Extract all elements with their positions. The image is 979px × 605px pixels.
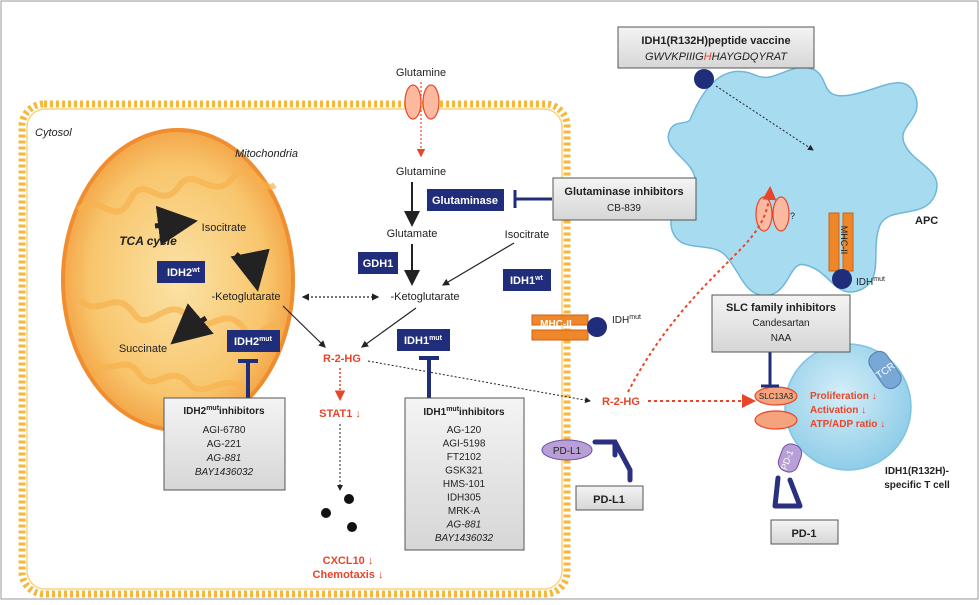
- mhc-ii-label: MHC-II: [540, 319, 572, 330]
- slc-drug-1: Candesartan: [752, 318, 809, 329]
- slc-title: SLC family inhibitors: [726, 302, 836, 314]
- proliferation-label: Proliferation ↓: [810, 391, 877, 402]
- slc-drug-2: NAA: [771, 333, 792, 344]
- idh2wt-enzyme: IDH2wt: [157, 261, 205, 283]
- idh2mut-enzyme: IDH2mut: [227, 330, 280, 352]
- idh-mut-tumor: IDHmut: [612, 314, 641, 326]
- pdl1-box-label: PD-L1: [593, 494, 625, 506]
- tcell-title-2: specific T cell: [884, 480, 950, 491]
- stat1-label: STAT1 ↓: [319, 408, 361, 420]
- idh1mut-label: IDH1: [404, 335, 429, 347]
- idh2-inhib-title: IDH2mutinhibitors: [183, 405, 265, 417]
- drug-item: AG-120: [447, 425, 482, 436]
- gdh1-enzyme: GDH1: [358, 252, 398, 274]
- drug-item: HMS-101: [443, 479, 486, 490]
- succinate-label: Succinate: [119, 343, 167, 355]
- slc13a3-label: SLC13A3: [759, 392, 794, 401]
- idh2mut-label: IDH2: [234, 336, 259, 348]
- vaccine-box: IDH1(R132H)peptide vaccine GWVKPIIIGHHAY…: [617, 26, 815, 69]
- cell-membrane-inner: [26, 108, 563, 590]
- ketoglutarate-mito: -Ketoglutarate: [211, 291, 280, 303]
- glutamine-outside: Glutamine: [396, 67, 446, 79]
- glut-inhib-title: Glutaminase inhibitors: [564, 186, 683, 198]
- svg-text:IDH2mut: IDH2mut: [234, 336, 273, 348]
- mitochondria-label: Mitochondria: [235, 148, 298, 160]
- drug-item: AG-881: [206, 453, 241, 464]
- chemotaxis-label: Chemotaxis ↓: [313, 569, 384, 581]
- tcell-title-1: IDH1(R132H)-: [885, 466, 949, 477]
- drug-item: AGI-5198: [443, 439, 486, 450]
- svg-text:IDH2wt: IDH2wt: [167, 267, 201, 279]
- drug-item: BAY1436032: [435, 533, 494, 544]
- drug-item: MRK-A: [448, 506, 481, 517]
- vaccine-title: IDH1(R132H)peptide vaccine: [641, 35, 790, 47]
- atp-ratio-label: ATP/ADP ratio ↓: [810, 419, 885, 430]
- drug-item: AGI-6780: [203, 425, 246, 436]
- drug-item: GSK321: [445, 466, 483, 477]
- tcr-receptor: TCR: [868, 350, 902, 390]
- activation-label: Activation ↓: [810, 405, 866, 416]
- vaccine-sequence: GWVKPIIIGHHAYGDQYRAT: [645, 51, 788, 63]
- idh2-inhibitors-box: IDH2mutinhibitors AGI-6780AG-221AG-881BA…: [163, 397, 286, 491]
- gdh1-label: GDH1: [363, 258, 394, 270]
- r2hg-label: R-2-HG: [323, 353, 361, 365]
- glutamine-inside: Glutamine: [396, 166, 446, 178]
- pd1-receptor: PD-1: [772, 443, 803, 509]
- glutaminase-inhibitors-box: Glutaminase inhibitors CB-839: [552, 177, 697, 221]
- mhc-ii-apc-label: MHC-II: [839, 226, 849, 255]
- glut-inhib-drug: CB-839: [607, 203, 641, 214]
- cytosol-label: Cytosol: [35, 127, 72, 139]
- question-mark: ?: [790, 211, 795, 221]
- drug-item: IDH305: [447, 493, 481, 504]
- idh1-inhib-title: IDH1mutinhibitors: [423, 406, 505, 418]
- idh-mut-apc: IDHmut: [856, 276, 885, 288]
- apc-label: APC: [915, 215, 938, 227]
- pd1-box: PD-1: [770, 519, 839, 545]
- isocitrate-cyto: Isocitrate: [505, 229, 550, 241]
- drug-item: AG-221: [207, 439, 242, 450]
- pdl1-box: PD-L1: [575, 485, 644, 511]
- mhc-ii-tumor: MHC-II: [531, 314, 589, 341]
- vaccine-uptake-arrow: [715, 85, 814, 151]
- slc-inhibitors-box: SLC family inhibitors Candesartan NAA: [711, 294, 851, 353]
- inhibition-lines: [238, 190, 779, 398]
- slc13a3-transporter-lower: [754, 410, 798, 430]
- tca-cycle-label: TCA cycle: [119, 234, 177, 248]
- drug-item: AG-881: [446, 520, 481, 531]
- idh1-drug-list: AG-120AGI-5198FT2102GSK321HMS-101IDH305M…: [435, 425, 494, 544]
- cxcl10-label: CXCL10 ↓: [323, 555, 374, 567]
- glutaminase-enzyme: Glutaminase: [427, 189, 504, 211]
- chemokine-dots: [321, 494, 357, 532]
- r2hg-right-label: R-2-HG: [602, 396, 640, 408]
- idh1-inhibitors-box: IDH1mutinhibitors AG-120AGI-5198FT2102GS…: [404, 397, 525, 551]
- glutaminase-label: Glutaminase: [432, 195, 498, 207]
- peptide-tumor: [587, 317, 607, 337]
- vaccine-peptide: [694, 69, 714, 89]
- drug-item: BAY1436032: [195, 467, 254, 478]
- idh2wt-label: IDH2: [167, 267, 192, 279]
- idh1wt-enzyme: IDH1wt: [503, 269, 551, 291]
- isocitrate-mito: Isocitrate: [202, 222, 247, 234]
- svg-text:IDH1mut: IDH1mut: [404, 335, 443, 347]
- pd1-box-label: PD-1: [791, 528, 816, 540]
- pdl1-receptor: PD-L1: [541, 439, 633, 483]
- idh1wt-label: IDH1: [510, 275, 535, 287]
- drug-item: FT2102: [447, 452, 482, 463]
- cell-membrane: [18, 100, 571, 598]
- glutamine-transporter: [404, 84, 440, 120]
- pdl1-label: PD-L1: [553, 446, 582, 457]
- ketoglutarate-cyto: -Ketoglutarate: [390, 291, 459, 303]
- svg-text:IDH1wt: IDH1wt: [510, 275, 544, 287]
- peptide-apc: [832, 269, 852, 289]
- pathway-arrows: [154, 82, 777, 491]
- glutamate-label: Glutamate: [387, 228, 438, 240]
- idh1mut-enzyme: IDH1mut: [397, 329, 450, 351]
